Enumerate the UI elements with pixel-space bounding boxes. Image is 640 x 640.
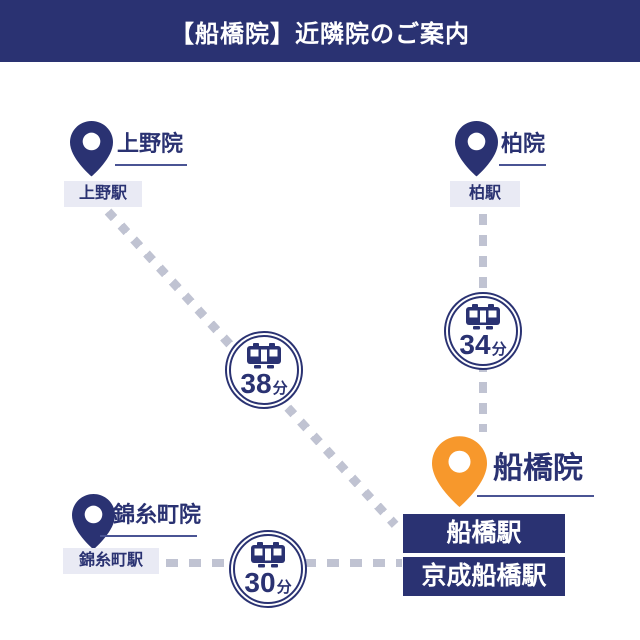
clinic-name-kashiwa: 柏院 <box>501 131 546 156</box>
map-pin-icon <box>432 436 487 508</box>
travel-time-value: 34 <box>459 328 491 360</box>
clinic-name-underline <box>499 164 546 166</box>
map-pin-icon <box>70 121 113 177</box>
travel-time-unit: 分 <box>276 578 292 596</box>
station-box-keisei-funabashi: 京成船橋駅 <box>403 557 565 596</box>
travel-time: 30 分 <box>244 566 292 598</box>
travel-time: 38 分 <box>240 367 288 399</box>
map-pin-icon <box>455 121 498 177</box>
travel-time-badge-kinshicho: 30 分 <box>229 530 307 608</box>
travel-time-badge-ueno: 38 分 <box>225 331 303 409</box>
travel-time: 34 分 <box>459 328 507 360</box>
travel-time-value: 30 <box>244 566 276 598</box>
clinic-name-funabashi: 船橋院 <box>493 452 583 485</box>
page-title: 【船橋院】近隣院のご案内 <box>170 20 470 48</box>
clinic-name-underline <box>100 535 197 537</box>
clinic-name-underline <box>115 164 187 166</box>
page-header: 【船橋院】近隣院のご案内 <box>0 0 640 62</box>
train-icon <box>246 342 282 369</box>
train-icon <box>465 303 501 330</box>
travel-time-unit: 分 <box>491 340 507 358</box>
station-box-funabashi: 船橋駅 <box>403 514 565 553</box>
station-label-kashiwa: 柏駅 <box>450 181 520 207</box>
travel-time-badge-kashiwa: 34 分 <box>444 292 522 370</box>
travel-time-value: 38 <box>240 367 272 399</box>
clinic-name-underline <box>477 495 594 497</box>
station-label-kinshicho: 錦糸町駅 <box>63 548 159 574</box>
train-icon <box>250 541 286 568</box>
station-label-ueno: 上野駅 <box>64 181 142 207</box>
clinic-name-ueno: 上野院 <box>117 131 184 156</box>
clinic-name-kinshicho: 錦糸町院 <box>113 502 202 527</box>
travel-time-unit: 分 <box>272 379 288 397</box>
map-pin-icon <box>72 494 115 550</box>
